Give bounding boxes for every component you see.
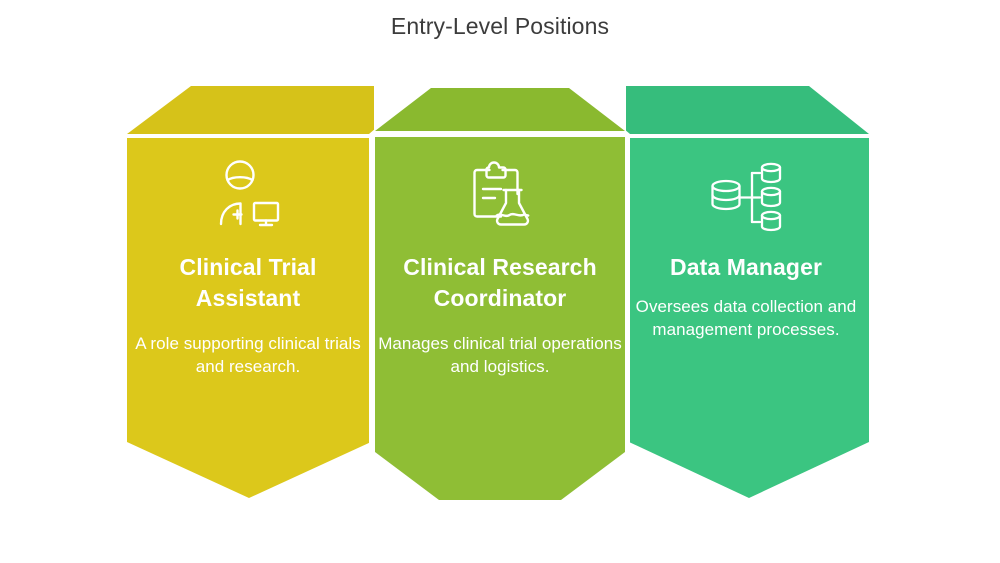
banner-3-top-fold	[626, 86, 869, 134]
page-title: Entry-Level Positions	[390, 13, 610, 39]
banner-2-body	[375, 137, 625, 500]
card-description: Oversees data collection and management …	[635, 296, 857, 339]
card-clinical-research-coordinator[interactable]: Clinical Research Coordinator Manages cl…	[378, 158, 622, 378]
banner-shape-clinical-trial-assistant[interactable]	[127, 86, 374, 498]
card-title: Clinical Research Coordinator	[403, 254, 597, 311]
card-description: A role supporting clinical trials and re…	[135, 334, 361, 376]
banner-1-body	[127, 138, 371, 498]
banner-shape-clinical-research-coordinator[interactable]	[369, 84, 630, 513]
banner-2-top-fold	[375, 88, 625, 131]
banner-shape-data-manager[interactable]	[626, 86, 869, 498]
clipboard-flask-icon	[473, 161, 530, 226]
database-hierarchy-icon	[711, 162, 782, 232]
card-clinical-trial-assistant[interactable]: Clinical Trial Assistant A role supporti…	[127, 156, 369, 378]
card-data-manager[interactable]: Data Manager Oversees data collection an…	[625, 156, 867, 341]
banner-3-body	[629, 138, 869, 498]
card-title: Clinical Trial Assistant	[179, 254, 317, 311]
card-title: Data Manager	[669, 254, 823, 280]
banner-1-top-fold	[127, 86, 374, 134]
medical-staff-computer-icon	[219, 160, 280, 227]
card-description: Manages clinical trial operations and lo…	[378, 334, 622, 376]
